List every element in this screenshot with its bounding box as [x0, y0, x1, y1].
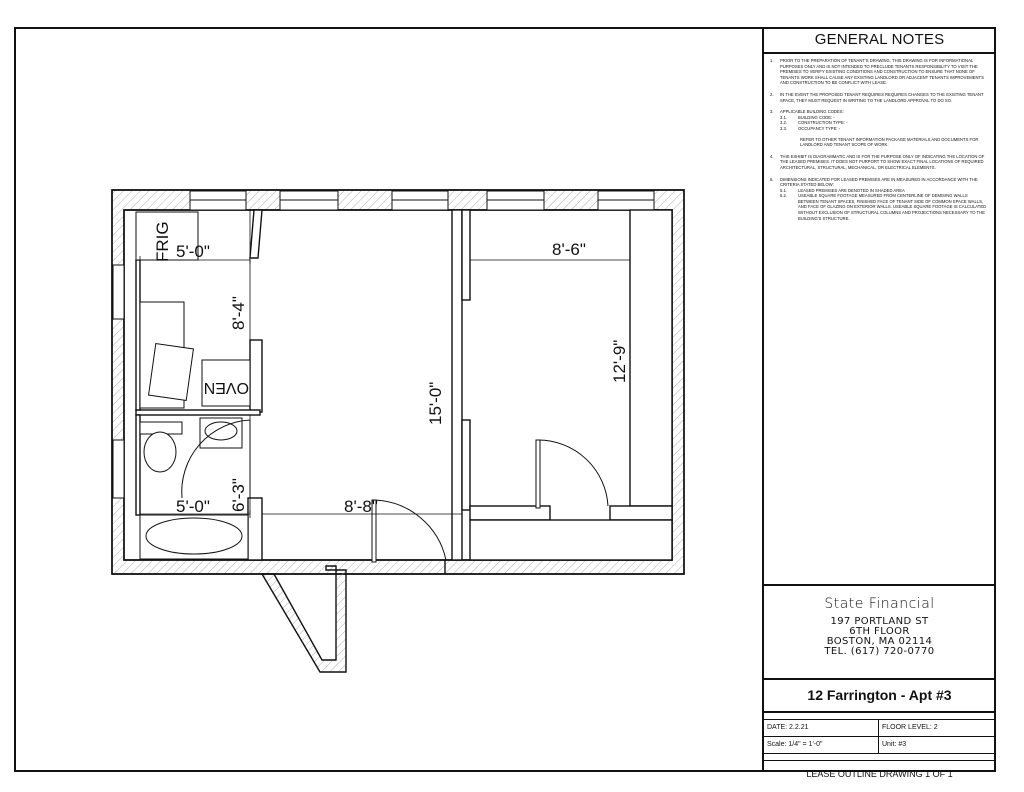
dimension-lines: [139, 209, 631, 560]
note-4: 4. THIS EXHIBIT IS DIAGRAMMATIC AND IS F…: [770, 154, 989, 171]
note-text: IN THE EVENT THE PROPOSED TENANT REQUIRE…: [780, 91, 984, 103]
dim-kitchen-depth: 8'-4": [229, 296, 248, 330]
note-text: APPLICABLE BUILDING CODES:: [780, 109, 844, 115]
company-name: State Financial: [824, 596, 935, 612]
note-text: DIMENSIONS INDICATED FOR LEASED PREMISES…: [780, 176, 978, 188]
project-title: 12 Farrington - Apt #3: [764, 680, 995, 713]
dim-hall-width: 8'-8": [344, 497, 378, 516]
note-sub: 5.1.LEASED PREMISES ARE DENOTED IN SHADE…: [780, 187, 905, 193]
note-number: 1.: [770, 58, 774, 63]
note-extra: REFER TO OTHER TENANT INFORMATION PACKAG…: [800, 136, 979, 148]
kitchen-sink: [148, 343, 194, 401]
note-sub: 5.2.USEABLE SQUARE FOOTAGE MEASURED FROM…: [780, 193, 987, 221]
note-1: 1. PRIOR TO THE PREPARATION OF TENANT'S …: [770, 58, 989, 86]
date-cell: DATE: 2.2.21: [764, 720, 879, 736]
title-row-scale: Scale: 1/4" = 1'-0" Unit: #3: [764, 737, 995, 754]
note-number: 5.: [770, 176, 774, 182]
dim-kitchen-width: 5'-0": [176, 242, 210, 261]
toilet-bowl: [143, 431, 177, 473]
note-number: 3.: [770, 109, 774, 115]
unit-cell: Unit: #3: [882, 741, 907, 748]
note-2: 2. IN THE EVENT THE PROPOSED TENANT REQU…: [770, 92, 989, 103]
general-notes: 1. PRIOR TO THE PREPARATION OF TENANT'S …: [764, 54, 995, 586]
title-spacer: [764, 713, 995, 720]
note-sub: 3.2.CONSTRUCTION TYPE: -: [780, 120, 848, 126]
company-phone: TEL. (617) 720-0770: [824, 646, 935, 657]
fridge: [135, 211, 199, 261]
dim-bedroom-width: 8'-6": [552, 240, 586, 259]
note-text: THIS EXHIBIT IS DIAGRAMMATIC AND IS FOR …: [780, 153, 985, 170]
note-sub: 3.1.BUILDING CODE: -: [780, 114, 835, 120]
scale-cell: Scale: 1/4" = 1'-0": [764, 737, 879, 753]
dim-bath-width: 5'-0": [176, 497, 210, 516]
bath-door-swing: [181, 419, 251, 499]
drawing-number: LEASE OUTLINE DRAWING 1 OF 1: [806, 769, 953, 779]
title-spacer: [764, 754, 995, 761]
company-block: State Financial 197 PORTLAND ST 6TH FLOO…: [764, 586, 995, 680]
title-block: GENERAL NOTES 1. PRIOR TO THE PREPARATIO…: [762, 28, 995, 779]
company-address-1: 197 PORTLAND ST: [830, 616, 929, 627]
note-sub: 3.3.OCCUPANCY TYPE: -: [780, 125, 841, 131]
plan-labels: FRIG OVEN 5'-0" 8'-4" 15'-0" 8'-6" 12'-9…: [153, 221, 629, 516]
windows: [112, 190, 655, 499]
note-number: 4.: [770, 153, 774, 159]
frig-label: FRIG: [153, 221, 172, 262]
note-3: 3. APPLICABLE BUILDING CODES: 3.1.BUILDI…: [770, 109, 989, 148]
title-row-date: DATE: 2.2.21 FLOOR LEVEL: 2: [764, 720, 995, 737]
floor-level-cell: FLOOR LEVEL: 2: [882, 724, 938, 731]
fixtures: [135, 211, 251, 560]
company-address-2: 6TH FLOOR: [849, 626, 910, 637]
company-address-3: BOSTON, MA 02114: [826, 636, 933, 647]
note-text: PRIOR TO THE PREPARATION OF TENANT'S DRA…: [780, 58, 984, 86]
dim-bedroom-depth: 12'-9": [610, 340, 629, 383]
note-number: 2.: [770, 91, 774, 97]
dim-bath-depth: 6'-3": [229, 478, 248, 512]
drawing-sheet-border: [14, 27, 996, 772]
interior-walls: [135, 209, 673, 561]
dim-living-depth: 15'-0": [426, 382, 445, 425]
entry-door-swing: [373, 499, 447, 561]
entry-chute: [260, 565, 347, 673]
bath-sink: [204, 421, 238, 441]
note-5: 5. DIMENSIONS INDICATED FOR LEASED PREMI…: [770, 177, 989, 222]
general-notes-title: GENERAL NOTES: [764, 28, 995, 54]
oven: [201, 359, 251, 407]
bathtub-basin: [145, 517, 243, 555]
oven-label: OVEN: [204, 379, 249, 396]
bedroom-door-swing: [537, 439, 609, 507]
